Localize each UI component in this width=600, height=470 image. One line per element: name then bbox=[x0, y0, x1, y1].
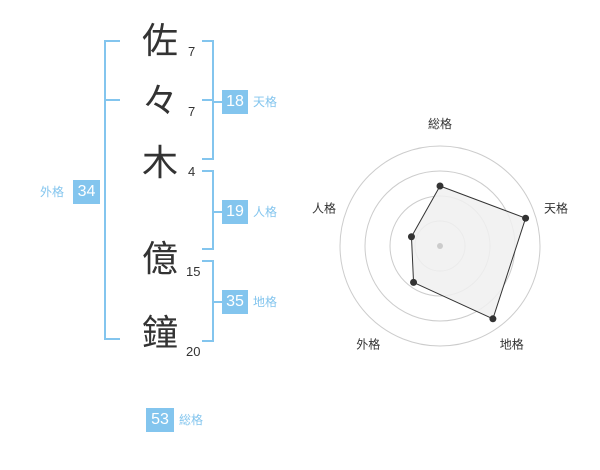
gaikaku-badge: 34 bbox=[73, 180, 100, 204]
stroke-count-2: 7 bbox=[188, 104, 196, 119]
name-char-1: 佐 bbox=[141, 21, 178, 62]
stroke-count-3: 4 bbox=[188, 164, 196, 179]
gaikaku-bracket bbox=[104, 40, 120, 340]
tenkaku-bracket-mid-tick bbox=[202, 99, 214, 101]
radar-axis-label-5: 人格 bbox=[312, 200, 336, 215]
radar-point-5 bbox=[407, 233, 415, 241]
jinkaku-connector bbox=[214, 211, 222, 213]
radar-point-2 bbox=[522, 214, 530, 222]
tenkaku-label: 天格 bbox=[253, 95, 278, 109]
radar-axis-label-2: 天格 bbox=[544, 200, 568, 215]
tenkaku-badge: 18 bbox=[222, 90, 248, 114]
gaikaku-label: 外格 bbox=[40, 185, 65, 199]
name-char-5: 鐘 bbox=[141, 313, 178, 354]
stroke-count-4: 15 bbox=[186, 264, 201, 279]
radar-center-dot bbox=[437, 243, 443, 249]
stroke-count-1: 7 bbox=[188, 44, 196, 59]
radar-point-1 bbox=[436, 182, 444, 190]
chikaku-connector bbox=[214, 301, 222, 303]
soukaku-label: 総格 bbox=[179, 413, 204, 427]
radar-ring-4 bbox=[339, 145, 541, 347]
gaikaku-bracket-mid-tick bbox=[104, 99, 120, 101]
radar-area bbox=[410, 185, 527, 320]
jinkaku-badge: 19 bbox=[222, 200, 248, 224]
tenkaku-connector bbox=[214, 101, 222, 103]
stroke-count-5: 20 bbox=[186, 344, 201, 359]
soukaku-badge: 53 bbox=[146, 408, 174, 432]
radar-axis-label-1: 総格 bbox=[428, 116, 452, 131]
radar-axis-label-3: 地格 bbox=[500, 337, 524, 352]
jinkaku-label: 人格 bbox=[253, 205, 278, 219]
radar-point-3 bbox=[489, 315, 497, 323]
chikaku-badge: 35 bbox=[222, 290, 248, 314]
name-char-4: 億 bbox=[141, 239, 178, 280]
name-char-3: 木 bbox=[141, 143, 178, 184]
name-char-2: 々 bbox=[141, 81, 178, 122]
jinkaku-bracket bbox=[202, 170, 214, 250]
chikaku-bracket bbox=[202, 260, 214, 342]
radar-axis-label-4: 外格 bbox=[356, 337, 380, 352]
chikaku-label: 地格 bbox=[253, 295, 278, 309]
radar-point-4 bbox=[410, 278, 418, 286]
